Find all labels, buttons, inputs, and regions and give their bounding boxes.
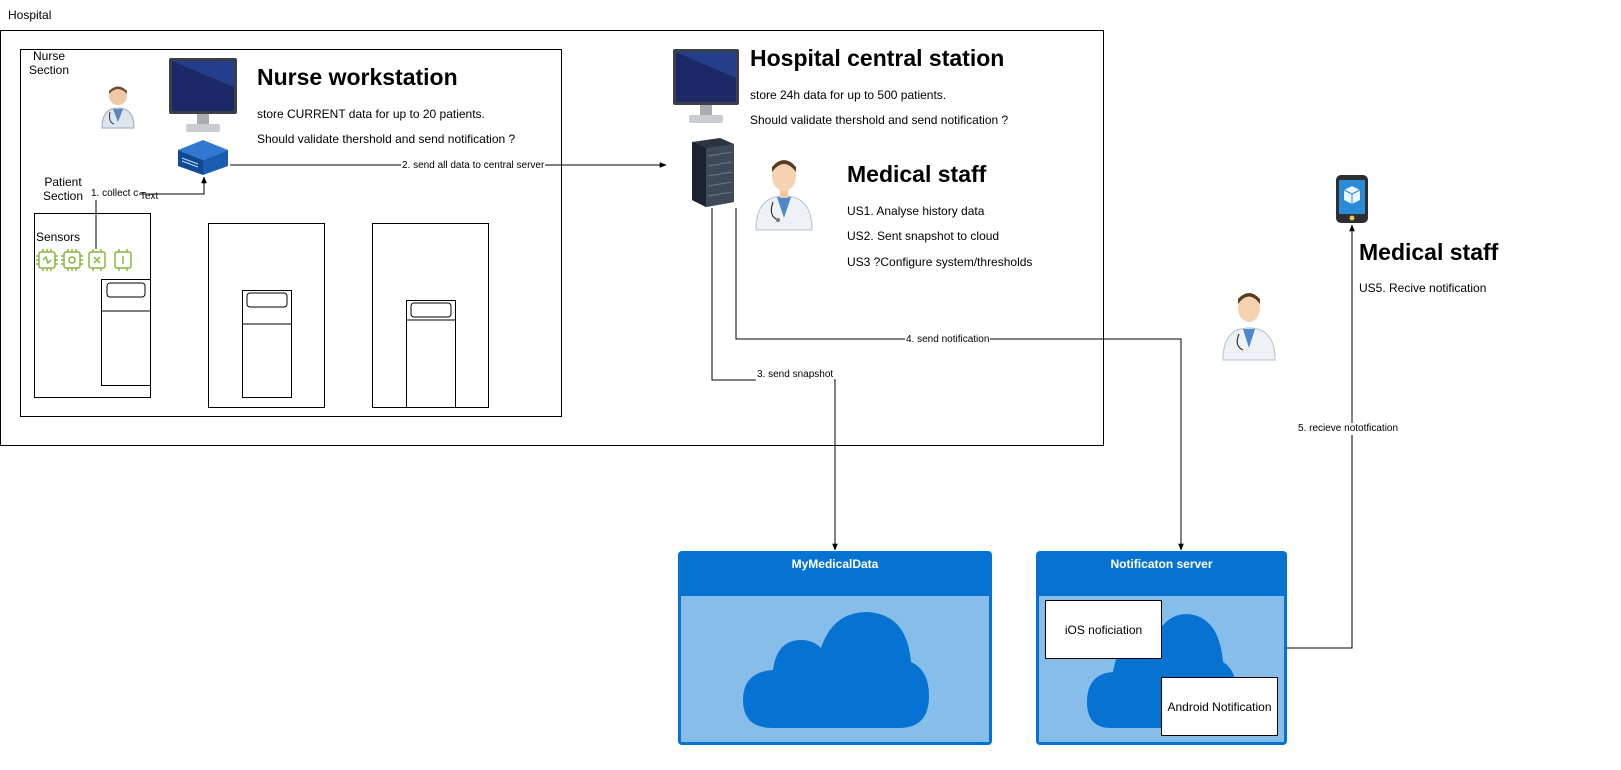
medical-staff-us3: US3 ?Configure system/thresholds bbox=[847, 255, 1033, 269]
ios-notification-box: iOS noficiation bbox=[1045, 600, 1162, 659]
edge-receive-notification bbox=[1287, 224, 1355, 649]
edge-send-snapshot-label: 3. send snapshot bbox=[756, 369, 835, 381]
notification-server-title: Notificaton server bbox=[1110, 557, 1213, 571]
nurse-workstation-line2: Should validate thershold and send notif… bbox=[257, 132, 516, 146]
central-station-title: Hospital central station bbox=[750, 45, 1005, 71]
central-station-line2: Should validate thershold and send notif… bbox=[750, 113, 1009, 127]
doctor-icon bbox=[755, 160, 813, 231]
central-station-line1: store 24h data for up to 500 patients. bbox=[750, 88, 947, 102]
sensors-label: Sensors bbox=[36, 230, 81, 244]
android-notification-label: Android Notification bbox=[1167, 699, 1272, 714]
monitor-icon bbox=[169, 58, 237, 132]
cloud-icon bbox=[743, 612, 929, 728]
bed-icon bbox=[101, 279, 151, 386]
doctor-icon bbox=[1222, 293, 1276, 361]
remote-medical-staff-us5: US5. Recive notification bbox=[1359, 281, 1487, 295]
bed-icon bbox=[242, 290, 292, 398]
cloud-panel bbox=[681, 596, 989, 742]
edge-collect-extra-label: Text bbox=[140, 191, 159, 202]
monitor-icon bbox=[673, 49, 739, 123]
hospital-label: Hospital bbox=[8, 8, 52, 22]
edge-receive-notification-label: 5. recieve nototfication bbox=[1297, 423, 1400, 435]
nurse-section-container bbox=[20, 49, 562, 417]
bed-icon bbox=[406, 300, 456, 408]
doctor-icon bbox=[101, 86, 135, 129]
phone-icon bbox=[1336, 175, 1368, 223]
mymedicaldata-cloud: MyMedicalData bbox=[678, 551, 992, 745]
nurse-workstation-title: Nurse workstation bbox=[257, 64, 458, 90]
mymedicaldata-title: MyMedicalData bbox=[791, 557, 879, 571]
patient-section-label: Patient Section bbox=[42, 175, 84, 203]
nurse-section-label: Nurse Section bbox=[28, 49, 70, 77]
hospital-container bbox=[0, 30, 1104, 446]
medical-staff-us1: US1. Analyse history data bbox=[847, 204, 985, 218]
ios-notification-label: iOS noficiation bbox=[1064, 622, 1143, 637]
edge-send-notification-label: 4. send notification bbox=[905, 334, 991, 346]
edge-collect bbox=[95, 176, 207, 249]
medical-staff-us2: US2. Sent snapshot to cloud bbox=[847, 229, 1000, 243]
server-rack-icon bbox=[692, 138, 734, 207]
nurse-workstation-line1: store CURRENT data for up to 20 patients… bbox=[257, 107, 485, 121]
edge-collect-label: 1. collect c bbox=[90, 188, 140, 200]
patient-room-2 bbox=[208, 223, 325, 408]
server-box-icon bbox=[178, 140, 228, 175]
remote-medical-staff-title: Medical staff bbox=[1359, 239, 1499, 265]
medical-staff-title: Medical staff bbox=[847, 161, 987, 187]
edge-send-all-label: 2. send all data to central server bbox=[401, 160, 546, 172]
android-notification-box: Android Notification bbox=[1161, 677, 1278, 736]
sensor-chip-icon bbox=[36, 249, 132, 271]
